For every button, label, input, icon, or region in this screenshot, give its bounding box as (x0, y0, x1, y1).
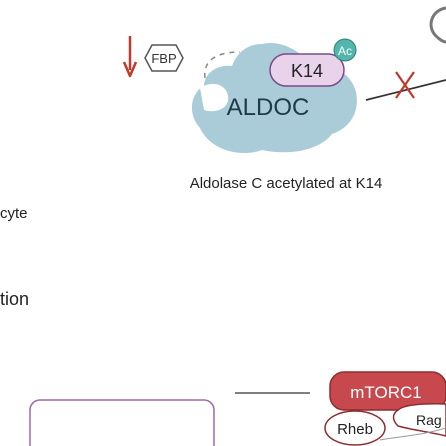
fbp-molecule: FBP (144, 44, 184, 72)
interaction-line (365, 79, 446, 101)
rag-protein: Rag (392, 403, 446, 437)
binding-pocket-outline (204, 51, 241, 79)
cross-icon (395, 71, 415, 99)
purple-box (29, 399, 215, 446)
partial-circle-shape (429, 6, 446, 44)
aldoc-label: ALDOC (227, 94, 310, 121)
rheb-label: Rheb (337, 421, 373, 438)
mtorc1-label: mTORC1 (350, 383, 421, 402)
cut-left-text-1: cyte (0, 205, 28, 222)
mtorc1-complex: mTORC1 (329, 371, 446, 411)
k14-label: K14 (291, 61, 323, 81)
down-arrow-icon (122, 36, 138, 78)
rheb-protein: Rheb (324, 410, 386, 446)
aldoc-caption: Aldolase C acetylated at K14 (190, 175, 383, 192)
acetyl-group: Ac (333, 38, 357, 62)
connector-curve (379, 427, 446, 441)
cut-left-text-2: tion (0, 289, 29, 309)
rag-label: Rag (416, 412, 442, 428)
aldoc-pocket (200, 83, 229, 112)
fbp-label: FBP (151, 51, 176, 66)
k14-site: K14 (269, 53, 345, 87)
acetyl-label: Ac (338, 44, 352, 58)
